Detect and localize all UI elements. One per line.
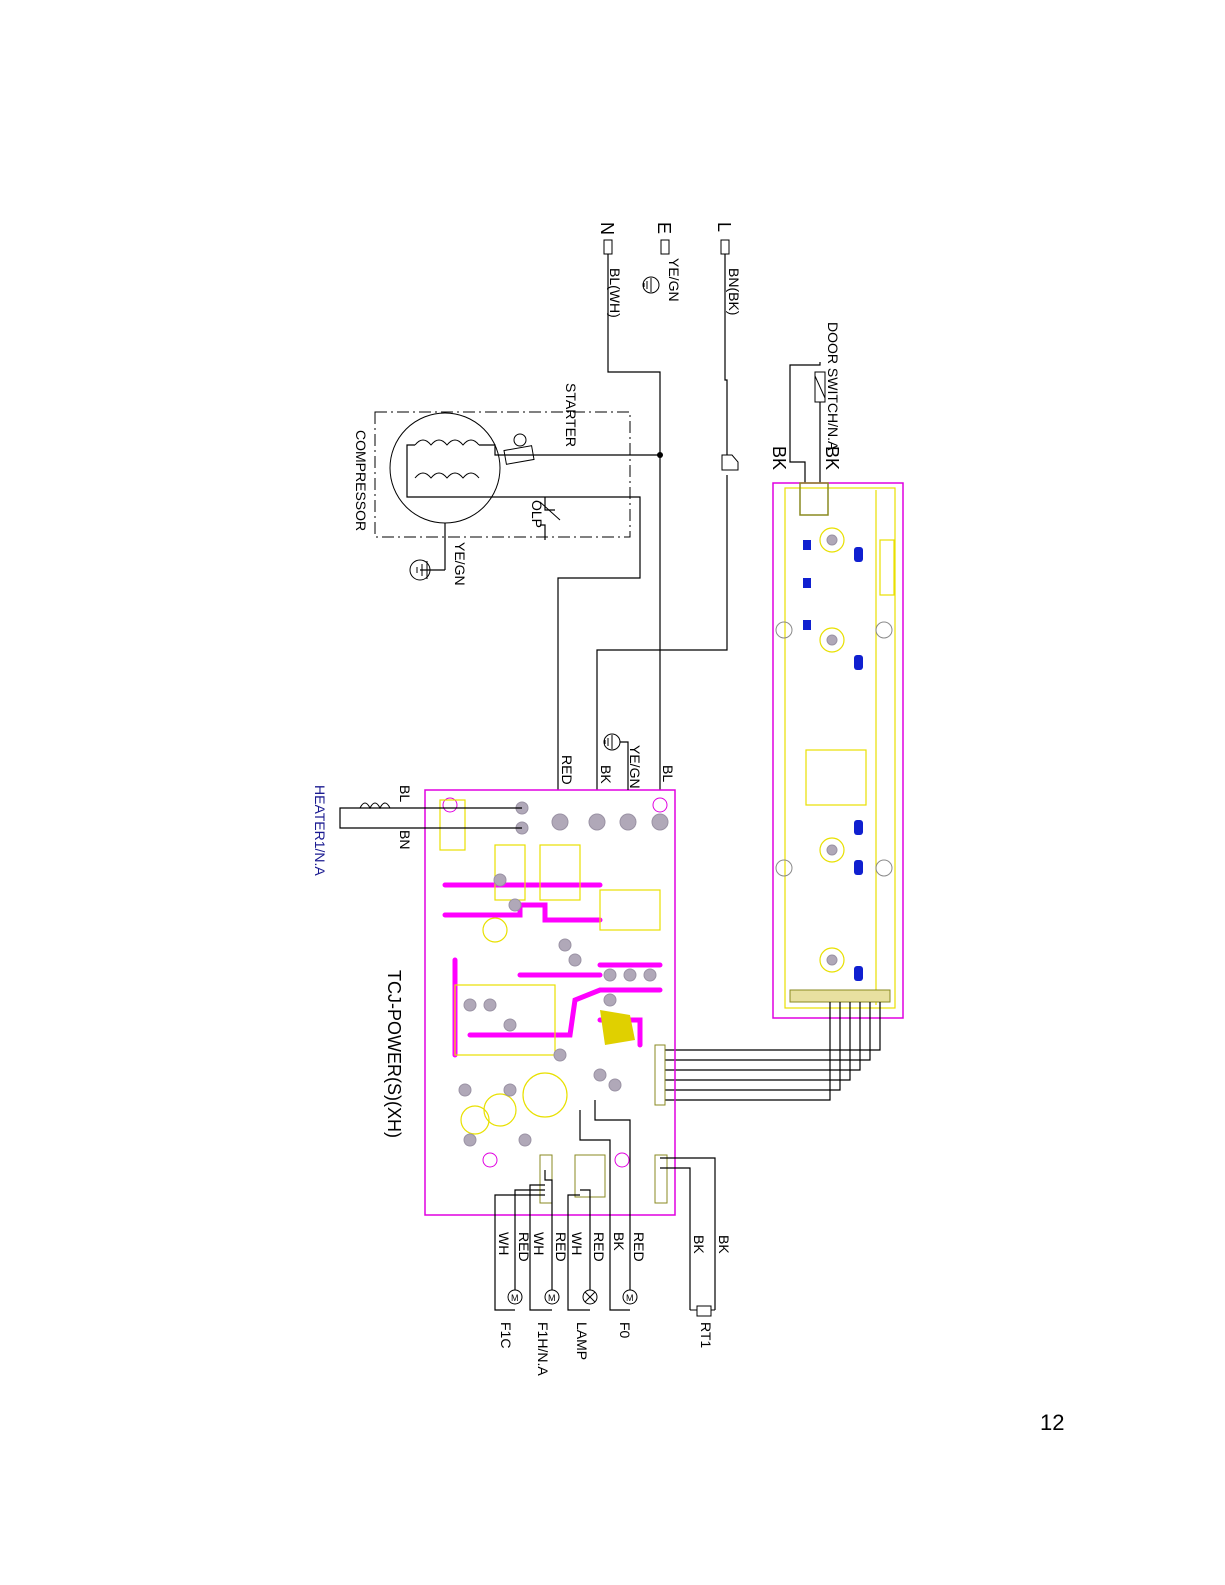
heater-bl: BL — [397, 785, 413, 802]
l-connector-icon — [722, 445, 738, 470]
f1c-wire-1: RED — [516, 1232, 532, 1262]
load-symbols: M M M — [508, 1290, 715, 1316]
f1c-motor-icon: M — [508, 1290, 522, 1304]
f0-motor-icon: M — [623, 1290, 637, 1304]
wire-label-e: YE/GN — [666, 258, 682, 302]
display-board — [773, 483, 903, 1018]
load-wires — [495, 1100, 715, 1310]
compressor-label: COMPRESSOR — [353, 430, 369, 531]
olp-label: OLP — [529, 500, 545, 528]
door-switch-label: DOOR SWITCH/N.A — [825, 322, 841, 451]
power-board-wire-labels: RED BK YE/GN BL — [559, 734, 676, 790]
lamp-wire-1: RED — [591, 1232, 607, 1262]
heater-label: HEATER1/N.A — [312, 785, 328, 876]
f0-name: F0 — [617, 1322, 633, 1339]
f0-wire-2: BK — [611, 1232, 627, 1251]
page-number: 12 — [1040, 1410, 1064, 1436]
starter-icon — [504, 434, 545, 464]
svg-text:M: M — [548, 1293, 556, 1303]
supply-wires — [545, 254, 727, 790]
rt1-thermistor-icon — [690, 1306, 715, 1316]
terminal-n: N — [597, 222, 617, 235]
heater-coil-icon — [360, 803, 390, 808]
compressor-coil-icon — [407, 440, 545, 497]
svg-text:M: M — [511, 1293, 519, 1303]
connector-pins-loads — [540, 1155, 667, 1203]
wire-label-red: RED — [559, 755, 575, 785]
lamp-icon — [583, 1290, 597, 1304]
f1c-name: F1C — [498, 1322, 514, 1348]
wire-label-n: BL(WH) — [607, 268, 623, 318]
svg-text:M: M — [626, 1293, 634, 1303]
rt1-wire-1: BK — [716, 1235, 732, 1254]
board-ground-icon — [604, 734, 620, 750]
f1h-motor-icon: M — [545, 1290, 559, 1304]
wire-label-bk: BK — [598, 765, 614, 784]
f1c-wire-2: WH — [496, 1232, 512, 1255]
wire-label-bl: BL — [660, 765, 676, 782]
lamp-name: LAMP — [574, 1322, 590, 1360]
wire-label-yegn: YE/GN — [627, 745, 643, 789]
door-switch-wire-2: BK — [822, 446, 842, 470]
rt1-name: RT1 — [698, 1322, 714, 1348]
lamp-wire-2: WH — [569, 1232, 585, 1255]
f1h-name: F1H/N.A — [535, 1322, 551, 1376]
f0-wire-1: RED — [631, 1232, 647, 1262]
heater-bn: BN — [397, 830, 413, 849]
heater: BL BN HEATER1/N.A — [312, 785, 522, 876]
terminal-e: E — [654, 222, 674, 234]
load-labels: BK BK RT1 RED BK F0 RED WH LAMP RED WH F… — [496, 1232, 732, 1376]
door-switch: DOOR SWITCH/N.A BK BK — [769, 322, 842, 483]
ground-icon — [643, 277, 659, 293]
power-board: TCJ-POWER(S)(XH) — [384, 790, 675, 1215]
compressor-ground-label: YE/GN — [452, 542, 468, 586]
olp-icon — [540, 497, 640, 790]
door-switch-wire-1: BK — [769, 446, 789, 470]
rt1-wire-2: BK — [691, 1235, 707, 1254]
f1h-wire-2: WH — [531, 1232, 547, 1255]
starter-label: STARTER — [563, 383, 579, 447]
connector-pins-display — [655, 1045, 665, 1105]
terminal-l: L — [714, 222, 734, 232]
f1h-wire-1: RED — [553, 1232, 569, 1262]
supply-terminals: N E L BL(WH) YE/GN BN(BK) — [597, 222, 742, 318]
power-board-label: TCJ-POWER(S)(XH) — [384, 970, 404, 1138]
wire-label-l: BN(BK) — [726, 268, 742, 315]
